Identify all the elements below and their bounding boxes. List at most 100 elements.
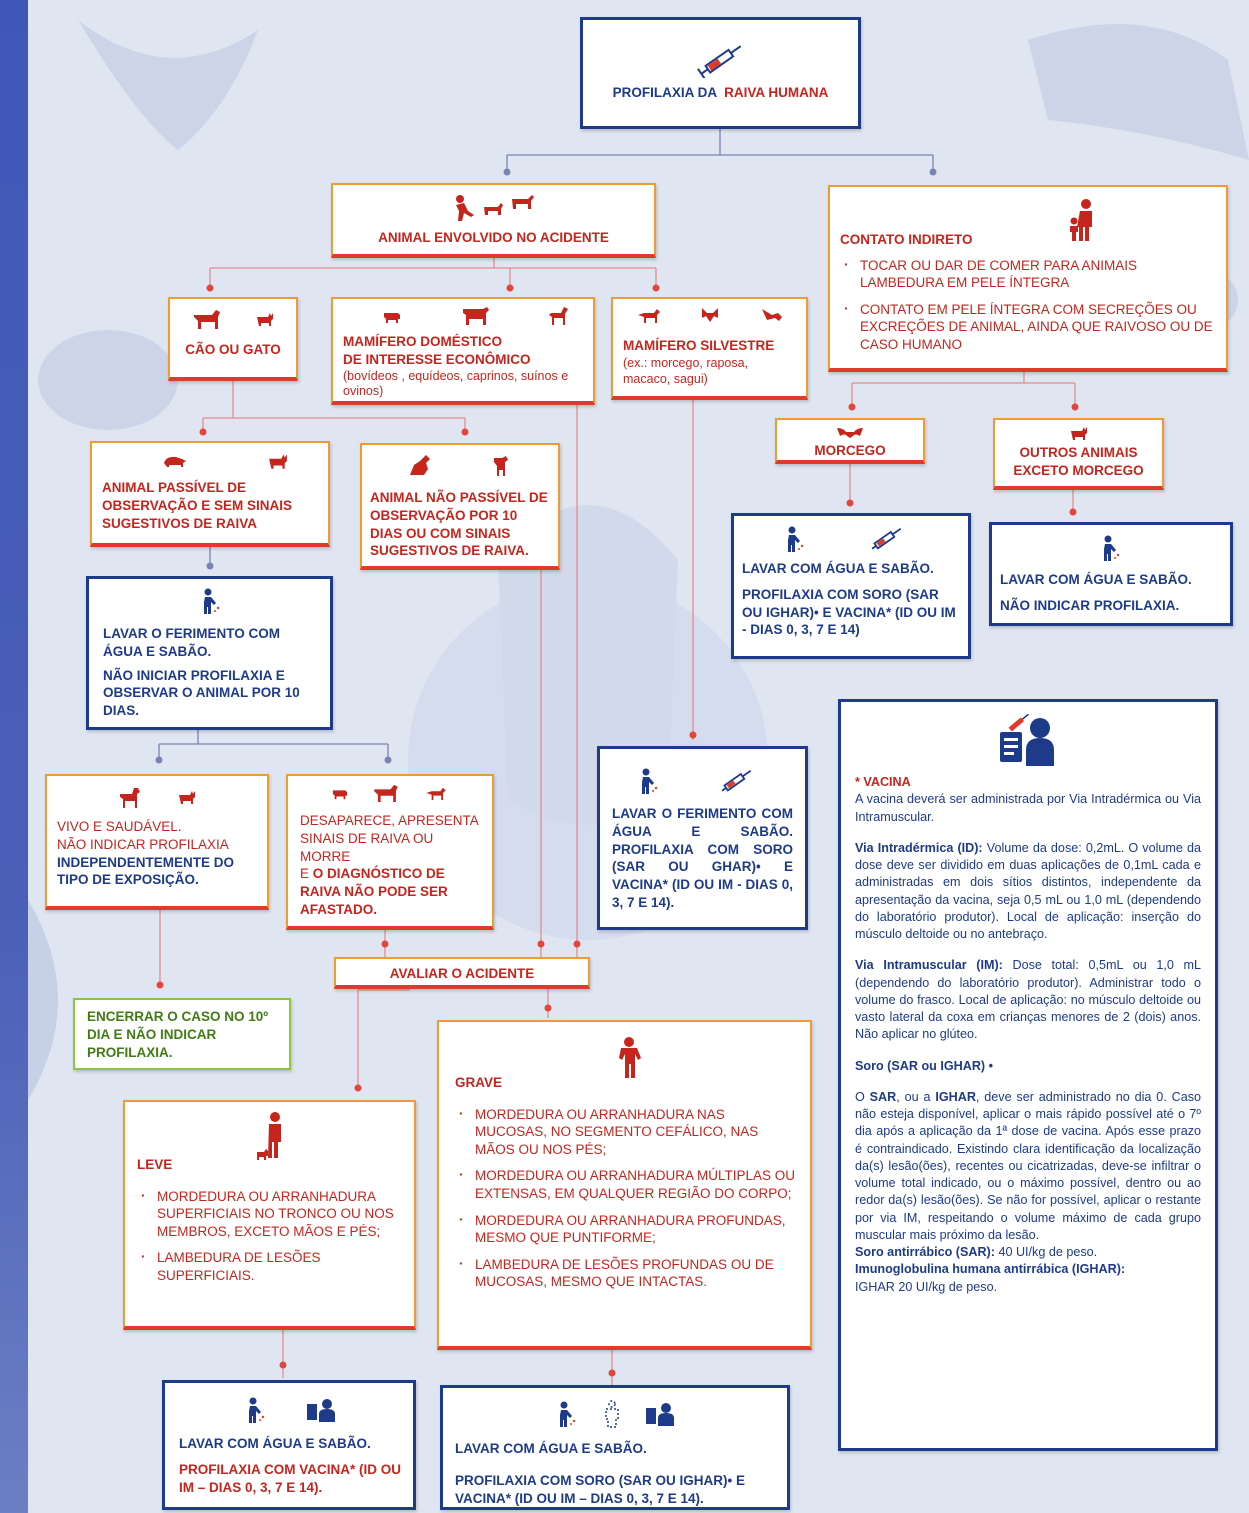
wild-action-box: LAVAR O FERIMENTO COM ÁGUA E SABÃO. PROF… bbox=[597, 746, 808, 930]
bat-box: MORCEGO bbox=[775, 418, 925, 464]
pig-icon bbox=[332, 790, 348, 800]
mild-action-line2: PROFILAXIA COM VACINA* (ID OU IM – DIAS … bbox=[179, 1461, 401, 1495]
dog-icon bbox=[374, 784, 398, 802]
root-title: PROFILAXIA DA RAIVA HUMANA bbox=[612, 85, 829, 100]
dog-icon bbox=[120, 788, 140, 808]
doctor-clipboard-icon bbox=[307, 1399, 335, 1422]
dog-cat-title: CÃO OU GATO bbox=[185, 342, 281, 357]
serum-paragraph: O SAR, ou a IGHAR, deve ser administrado… bbox=[855, 1089, 1202, 1242]
missing-line2-prefix: E bbox=[300, 866, 310, 882]
vaccine-title: * VACINA bbox=[855, 775, 911, 789]
ighar-dose: Imunoglobulina humana antirrábica (IGHAR… bbox=[855, 1262, 1126, 1294]
washing-hands-icon bbox=[1104, 535, 1120, 561]
reference-panel: * VACINA A vacina deverá ser administrad… bbox=[838, 699, 1218, 1451]
domestic-detail: (bovídeos , equídeos, caprinos, suínos e… bbox=[343, 368, 569, 399]
alive-healthy-box: VIVO E SAUDÁVEL. NÃO INDICAR PROFILAXIA … bbox=[45, 774, 269, 910]
wild-detail: (ex.: morcego, raposa, macaco, sagui) bbox=[623, 355, 749, 387]
wild-title: MAMÍFERO SILVESTRE bbox=[623, 338, 775, 353]
injured-person-icon bbox=[618, 1037, 641, 1078]
domestic-title-2: DE INTERESSE ECONÔMICO bbox=[343, 351, 531, 367]
root-box: PROFILAXIA DA RAIVA HUMANA bbox=[580, 17, 861, 129]
syringe-icon bbox=[721, 769, 752, 792]
bat-action-line1: LAVAR COM ÁGUA E SABÃO. bbox=[742, 561, 934, 576]
intramuscular-paragraph: Via Intramuscular (IM): Dose total: 0,5m… bbox=[855, 958, 1202, 1042]
wild-action-text: LAVAR O FERIMENTO COM ÁGUA E SABÃO. PROF… bbox=[612, 806, 793, 911]
bat-title: MORCEGO bbox=[814, 443, 886, 458]
bat-icon bbox=[837, 428, 863, 438]
wash-observe-line2: NÃO INICIAR PROFILAXIA E OBSERVAR O ANIM… bbox=[103, 667, 300, 719]
severe-item: LAMBEDURA DE LESÕES PROFUNDAS OU DE MUCO… bbox=[455, 1255, 800, 1291]
left-sidebar-strip bbox=[0, 0, 28, 1513]
close-case-text: ENCERRAR O CASO NO 10º DIA E NÃO INDICAR… bbox=[87, 1009, 269, 1060]
severe-item: MORDEDURA OU ARRANHADURA NAS MUCOSAS, NO… bbox=[455, 1105, 800, 1159]
evaluate-box: AVALIAR O ACIDENTE bbox=[334, 957, 590, 989]
doctor-clipboard-icon bbox=[646, 1403, 674, 1426]
evaluate-text: AVALIAR O ACIDENTE bbox=[389, 966, 535, 981]
other-action-box: LAVAR COM ÁGUA E SABÃO. NÃO INDICAR PROF… bbox=[989, 522, 1233, 626]
dog-icon bbox=[194, 310, 220, 329]
serum-title: Soro (SAR ou IGHAR) • bbox=[855, 1058, 994, 1073]
other-title: OUTROS ANIMAIS EXCETO MORCEGO bbox=[1013, 445, 1144, 478]
severe-action-line2: PROFILAXIA COM SORO (SAR OU IGHAR)• E VA… bbox=[455, 1472, 745, 1506]
other-action-line2: NÃO INDICAR PROFILAXIA. bbox=[1000, 597, 1180, 613]
close-case-box: ENCERRAR O CASO NO 10º DIA E NÃO INDICAR… bbox=[73, 998, 291, 1070]
cat-icon bbox=[179, 791, 195, 804]
other-action-line1: LAVAR COM ÁGUA E SABÃO. bbox=[1000, 572, 1192, 587]
alive-line2: NÃO INDICAR PROFILAXIA bbox=[57, 836, 229, 852]
severe-action-box: LAVAR COM ÁGUA E SABÃO. PROFILAXIA COM S… bbox=[440, 1385, 790, 1510]
wash-observe-line1: LAVAR O FERIMENTO COM ÁGUA E SABÃO. bbox=[103, 626, 280, 659]
cat-icon bbox=[269, 454, 287, 469]
rat-icon bbox=[164, 456, 186, 467]
mild-title: LEVE bbox=[137, 1157, 173, 1172]
mild-action-line1: LAVAR COM ÁGUA E SABÃO. bbox=[179, 1436, 371, 1451]
missing-line2: O DIAGNÓSTICO DE RAIVA NÃO PODE SER AFAS… bbox=[300, 866, 448, 918]
fox-icon bbox=[426, 787, 446, 800]
syringe-icon bbox=[871, 527, 902, 550]
indirect-title: CONTATO INDIRETO bbox=[840, 232, 973, 247]
cat-icon bbox=[257, 313, 273, 326]
other-animals-box: OUTROS ANIMAIS EXCETO MORCEGO bbox=[993, 418, 1164, 490]
syringe-icon bbox=[691, 42, 751, 80]
animal-title: ANIMAL ENVOLVIDO NO ACIDENTE bbox=[378, 230, 609, 245]
cow-icon bbox=[463, 307, 489, 325]
monkey-icon bbox=[761, 309, 782, 321]
observable-title: ANIMAL PASSÍVEL DE OBSERVAÇÃO E SEM SINA… bbox=[102, 480, 293, 531]
severe-box: GRAVE MORDEDURA OU ARRANHADURA NAS MUCOS… bbox=[437, 1020, 812, 1350]
indirect-item: CONTATO EM PELE ÍNTEGRA COM SECREÇÕES OU… bbox=[840, 300, 1214, 354]
severe-item: MORDEDURA OU ARRANHADURA MÚLTIPLAS OU EX… bbox=[455, 1166, 800, 1202]
bat-action-box: LAVAR COM ÁGUA E SABÃO. PROFILAXIA COM S… bbox=[731, 513, 971, 659]
washing-hands-icon bbox=[642, 768, 658, 794]
missing-sick-box: DESAPARECE, APRESENTA SINAIS DE RAIVA OU… bbox=[286, 774, 494, 930]
not-observable-animal-box: ANIMAL NÃO PASSÍVEL DE OBSERVAÇÃO POR 10… bbox=[360, 443, 560, 570]
pig-icon bbox=[384, 313, 400, 323]
observable-animal-box: ANIMAL PASSÍVEL DE OBSERVAÇÃO E SEM SINA… bbox=[90, 441, 330, 547]
washing-hands-icon bbox=[788, 526, 804, 552]
person-child-icon bbox=[1068, 199, 1098, 243]
vaccine-text: A vacina deverá ser administrada por Via… bbox=[855, 792, 1201, 824]
alive-line3: INDEPENDENTEMENTE DO TIPO DE EXPOSIÇÃO. bbox=[57, 854, 235, 888]
doctor-clipboard-icon bbox=[1000, 714, 1054, 766]
washing-hands-icon bbox=[249, 1397, 265, 1423]
sar-dose: Soro antirrábico (SAR): 40 UI/kg de peso… bbox=[855, 1245, 1098, 1259]
severe-title: GRAVE bbox=[455, 1075, 503, 1090]
horse-icon bbox=[549, 307, 568, 325]
missing-line1: DESAPARECE, APRESENTA SINAIS DE RAIVA OU… bbox=[300, 813, 479, 864]
wild-mammal-box: MAMÍFERO SILVESTRE (ex.: morcego, raposa… bbox=[611, 297, 808, 400]
domestic-mammal-box: MAMÍFERO DOMÉSTICO DE INTERESSE ECONÔMIC… bbox=[331, 297, 595, 405]
mild-item: LAMBEDURA DE LESÕES SUPERFICIAIS. bbox=[137, 1248, 404, 1284]
dog-cat-box: CÃO OU GATO bbox=[168, 297, 298, 381]
intradermal-paragraph: Via Intradérmica (ID): Volume da dose: 0… bbox=[855, 840, 1202, 941]
indirect-contact-box: CONTATO INDIRETO TOCAR OU DAR DE COMER P… bbox=[828, 185, 1228, 372]
squirrel-icon bbox=[410, 455, 430, 475]
bat-icon bbox=[701, 308, 718, 322]
mild-box: LEVE MORDEDURA OU ARRANHADURA SUPERFICIA… bbox=[123, 1100, 416, 1330]
severe-action-line1: LAVAR COM ÁGUA E SABÃO. bbox=[455, 1441, 647, 1456]
person-dog-icon bbox=[256, 1112, 281, 1160]
wash-observe-box: LAVAR O FERIMENTO COM ÁGUA E SABÃO. NÃO … bbox=[86, 576, 333, 730]
alive-line1: VIVO E SAUDÁVEL. bbox=[57, 819, 182, 834]
fox-icon bbox=[637, 309, 660, 323]
severe-item: MORDEDURA OU ARRANHADURA PROFUNDAS, MESM… bbox=[455, 1211, 800, 1247]
bat-action-line2: PROFILAXIA COM SORO (SAR OU IGHAR)• E VA… bbox=[742, 586, 956, 638]
body-outline-icon bbox=[605, 1400, 619, 1428]
